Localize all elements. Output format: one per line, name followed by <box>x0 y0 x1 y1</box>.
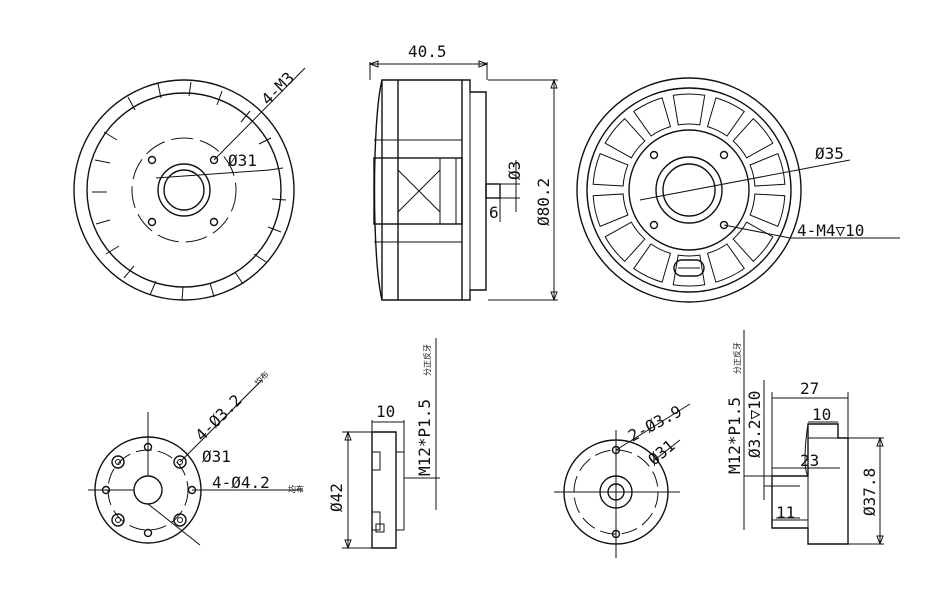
spoke-window <box>604 117 646 159</box>
back-pcd-label: Ø35 <box>815 144 844 163</box>
nut-diameter-label: Ø37.8 <box>860 468 879 516</box>
spoke-window <box>706 243 745 283</box>
prop-adapter-side <box>342 338 440 550</box>
nut-thread-note: 分正反牙 <box>732 342 742 374</box>
spoke-window <box>633 97 672 137</box>
spoke-window <box>749 193 786 228</box>
spoke-window <box>672 93 706 126</box>
nut-side <box>743 330 884 546</box>
prop-adapter-front <box>88 379 302 546</box>
spoke-window <box>604 221 646 263</box>
prop-thread-note: 分正反牙 <box>422 344 432 376</box>
spoke-window <box>592 193 629 228</box>
shaft-diameter-label: Ø3 <box>505 161 524 180</box>
prop-inner-holes-label: 4-Ø4.2 <box>212 473 270 492</box>
back-view <box>576 77 900 303</box>
nut-holes-label: 2-Ø3.9 <box>625 402 685 446</box>
side-view <box>368 60 558 302</box>
spoke-window <box>749 152 786 187</box>
nut-length-label: 27 <box>800 379 819 398</box>
prop-height-label: Ø42 <box>327 483 346 512</box>
front-view <box>73 67 306 301</box>
spoke-window <box>732 117 774 159</box>
prop-inner-holes-note: 均布 <box>288 484 304 494</box>
spoke-window <box>672 254 706 287</box>
prop-pcd-label: Ø31 <box>202 447 231 466</box>
nut-pcd-label: Ø31 <box>644 436 678 469</box>
nut-small-label: 11 <box>776 503 795 522</box>
front-pcd-label: Ø31 <box>228 151 257 170</box>
side-length-label: 40.5 <box>408 42 447 61</box>
nut-front <box>554 403 691 558</box>
prop-thread-label: M12*P1.5 <box>415 399 434 476</box>
spoke-window <box>706 97 745 137</box>
prop-outer-holes-label: 4-Ø3.2 <box>191 391 245 445</box>
nut-head-label: 10 <box>812 405 831 424</box>
shaft-length-label: 6 <box>489 203 499 222</box>
nut-body-label: 23 <box>800 451 819 470</box>
front-thread-label: 4-M3 <box>257 68 298 109</box>
nut-thread-label: M12*P1.5 <box>725 397 744 474</box>
back-thread-label: 4-M4▽10 <box>797 221 864 240</box>
nut-hole-depth-label: Ø3.2▽10 <box>745 391 764 458</box>
prop-outer-holes-note: 均布 <box>252 369 270 387</box>
side-diameter-label: Ø80.2 <box>534 178 553 226</box>
prop-width-label: 10 <box>376 402 395 421</box>
spoke-window <box>633 243 672 283</box>
spoke-window <box>592 152 629 187</box>
